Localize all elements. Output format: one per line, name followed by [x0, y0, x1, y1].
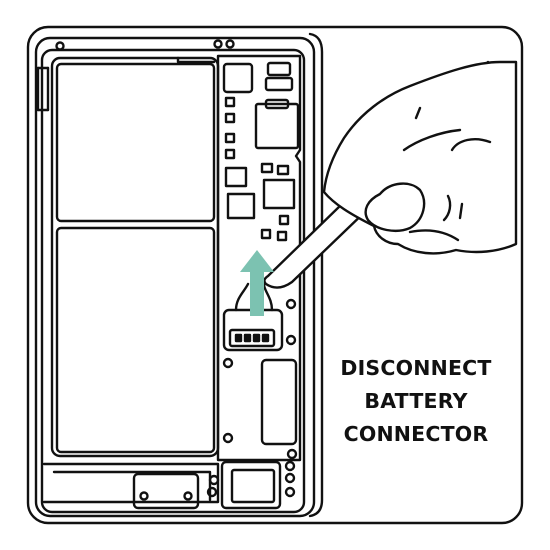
instruction-caption: DISCONNECT BATTERY CONNECTOR	[318, 352, 514, 451]
caption-line-2: BATTERY	[364, 389, 468, 413]
phone-housing-icon	[26, 25, 524, 525]
bottom-components-icon	[42, 460, 282, 510]
caption-line-1: DISCONNECT	[340, 356, 492, 380]
caption-line-3: CONNECTOR	[343, 422, 489, 446]
hand-icon	[322, 60, 518, 255]
logic-board-icon	[206, 54, 302, 498]
lift-arrow-icon	[240, 250, 274, 316]
battery-cells-icon	[50, 56, 220, 458]
